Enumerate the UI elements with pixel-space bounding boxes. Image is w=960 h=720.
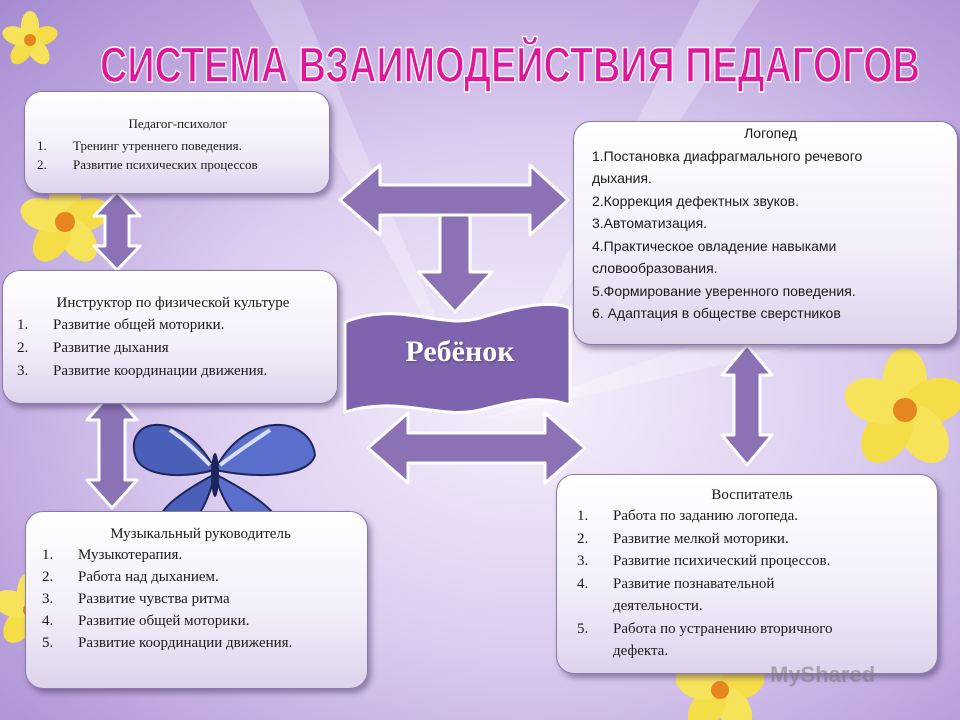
list-item: 1. Тренинг утреннего поведения. [37, 136, 319, 155]
speech-therapist-line: словообразования. [592, 257, 949, 280]
list-item: 1. Развитие общей моторики. [17, 314, 329, 337]
speech-therapist-line: 5.Формирование уверенного поведения. [592, 280, 949, 303]
speech-therapist-line: 6. Адаптация в обществе сверстников [592, 302, 949, 325]
list-item: 4. Развитие познавательной деятельности. [577, 573, 927, 618]
list-item: 2. Развитие дыхания [17, 337, 329, 360]
speech-therapist-line: 4.Практическое овладение навыками [592, 235, 949, 258]
pe-instructor-list: 1. Развитие общей моторики. 2. Развитие … [17, 314, 329, 383]
double-arrow-vertical [722, 345, 772, 465]
music-director-heading: Музыкальный руководитель [42, 526, 359, 543]
speech-therapist-heading: Логопед [592, 122, 949, 145]
music-director-box: Музыкальный руководитель 1. Музыкотерапи… [25, 511, 368, 689]
speech-therapist-line: 3.Автоматизация. [592, 212, 949, 235]
double-arrow-vertical [94, 192, 140, 270]
speech-therapist-line: дыхания. [592, 167, 949, 190]
list-item: 2. Развитие мелкой моторики. [577, 528, 927, 551]
double-arrow-vertical [87, 392, 137, 508]
list-item: 2. Развитие психических процессов [37, 155, 319, 174]
educator-list: 1. Работа по заданию логопеда. 2. Развит… [577, 505, 927, 663]
list-item: 1. Работа по заданию логопеда. [577, 505, 927, 528]
pe-instructor-box: Инструктор по физической культуре 1. Раз… [2, 270, 338, 404]
speech-therapist-line: 2.Коррекция дефектных звуков. [592, 190, 949, 213]
educator-heading: Воспитатель [577, 487, 927, 504]
speech-therapist-box: Логопед 1.Постановка диафрагмального реч… [573, 121, 958, 345]
list-item: 3. Развитие координации движения. [17, 360, 329, 383]
list-item: 3. Развитие чувства ритма [42, 588, 359, 610]
music-director-list: 1. Музыкотерапия. 2. Работа над дыханием… [42, 544, 359, 654]
psychologist-heading: Педагог-психолог [37, 116, 319, 132]
educator-box: Воспитатель 1. Работа по заданию логопед… [556, 474, 938, 674]
list-item: 2. Работа над дыханием. [42, 566, 359, 588]
list-item: 4. Развитие общей моторики. [42, 610, 359, 632]
list-item: 3. Развитие психический процессов. [577, 550, 927, 573]
arrow-down [418, 215, 492, 312]
list-item: 5. Развитие координации движения. [42, 632, 359, 654]
speech-therapist-line: 1.Постановка диафрагмального речевого [592, 145, 949, 168]
watermark: MyShared [770, 662, 875, 688]
pe-instructor-heading: Инструктор по физической культуре [17, 295, 329, 312]
child-label: Ребёнок [360, 335, 560, 369]
list-item: 1. Музыкотерапия. [42, 544, 359, 566]
double-arrow-horizontal [368, 413, 585, 483]
psychologist-box: Педагог-психолог 1. Тренинг утреннего по… [24, 91, 330, 194]
psychologist-list: 1. Тренинг утреннего поведения. 2. Разви… [37, 136, 319, 174]
list-item: 5. Работа по устранению вторичного дефек… [577, 618, 927, 663]
